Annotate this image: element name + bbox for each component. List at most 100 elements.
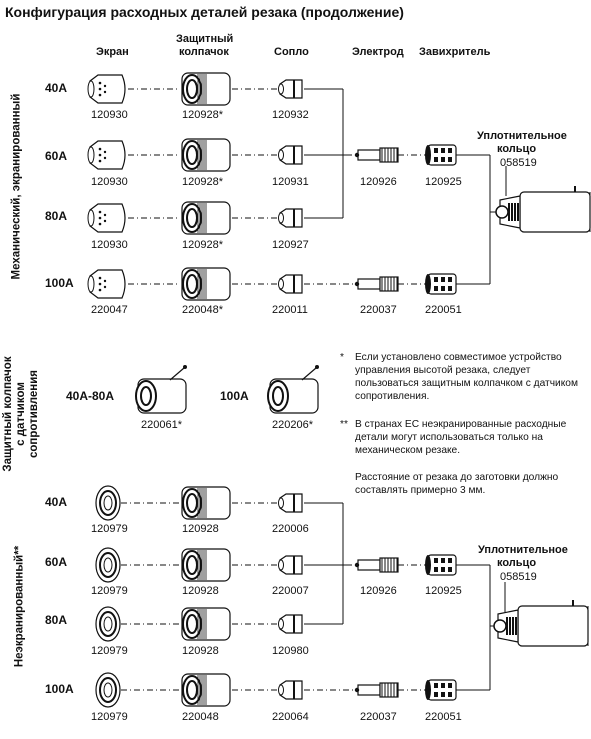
unsh-nozzle-drawing-3 [278,614,303,634]
unsh-cap-drawing-1 [181,486,231,520]
section-mechanical: Механический, экранированный [10,93,23,280]
col-electrode: Электрод [352,46,404,58]
unsh-swirl-drawing-100 [425,679,457,701]
unsh-amp-60: 60A [45,555,68,569]
mech-electrode-drawing-60 [354,147,399,163]
col-shield: Экран [96,46,129,58]
oring-bottom-part: 058519 [500,571,537,583]
unsh-cap-60: 120928 [182,585,219,597]
unsh-nozzle-40: 220006 [272,523,309,535]
unsh-nozzle-drawing-2 [278,555,303,575]
col-nozzle: Сопло [274,46,309,58]
unsh-swirl-60: 120925 [425,585,462,597]
oring-bottom-label-2: кольцо [497,557,537,569]
section-ohmic: Защитный колпачок с датчиком сопротивлен… [2,354,42,474]
mech-nozzle-100: 220011 [272,304,308,316]
unsh-shield-drawing-3 [95,606,121,642]
col-cap-2: колпачок [179,46,229,58]
mech-nozzle-drawing-3 [278,208,303,228]
oring-top-label-1: Уплотнительное [477,130,567,142]
unsh-torch-drawing [493,600,589,647]
mech-electrode-60: 120926 [360,176,397,188]
note-2-mark: ** [340,419,348,430]
mech-shield-100: 220047 [91,304,128,316]
ohmic-part-2: 220206* [272,419,313,431]
section-ohmic-1: Защитный колпачок [2,356,14,472]
unsh-swirl-drawing-60 [425,554,457,576]
note-2: В странах ЕС неэкранированные расходные … [355,419,567,456]
mech-nozzle-drawing-4 [278,274,303,294]
unsh-amp-40: 40A [45,495,68,509]
unsh-shield-drawing-2 [95,547,121,583]
unsh-shield-80: 120979 [91,645,128,657]
mech-torch-drawing [495,186,591,233]
mech-cap-40: 120928* [182,109,223,121]
mech-nozzle-80: 120927 [272,239,309,251]
mech-swirl-drawing-100 [425,273,457,295]
mech-cap-drawing-4 [181,267,231,301]
unsh-nozzle-drawing-1 [278,493,303,513]
note-3: Расстояние от резака до заготовки должно… [355,472,559,496]
page-title: Конфигурация расходных деталей резака (п… [5,4,404,20]
unsh-cap-100: 220048 [182,711,219,723]
mech-electrode-100: 220037 [360,304,397,316]
mech-amp-40: 40A [45,81,68,95]
section-ohmic-2: с датчиком [15,382,27,446]
mech-cap-drawing-3 [181,201,231,235]
unsh-cap-40: 120928 [182,523,219,535]
unsh-electrode-100: 220037 [360,711,397,723]
unsh-nozzle-80: 120980 [272,645,309,657]
mech-swirl-drawing-60 [425,144,457,166]
unsh-shield-40: 120979 [91,523,128,535]
oring-top-label-2: кольцо [497,143,537,155]
unsh-shield-drawing-4 [95,672,121,708]
ohmic-cap-drawing-2 [267,365,319,414]
mech-cap-60: 120928* [182,176,223,188]
mech-amp-80: 80A [45,209,68,223]
mech-amp-100: 100A [45,276,74,290]
mech-shield-60: 120930 [91,176,128,188]
unsh-cap-80: 120928 [182,645,219,657]
mech-cap-100: 220048* [182,304,223,316]
ohmic-part-1: 220061* [141,419,182,431]
mech-nozzle-60: 120931 [272,176,309,188]
col-cap-1: Защитный [176,33,234,45]
unsh-nozzle-100: 220064 [272,711,309,723]
section-unshielded: Неэкранированный** [13,545,26,668]
unsh-amp-80: 80A [45,613,68,627]
unsh-amp-100: 100A [45,682,74,696]
mech-shield-drawing-4 [87,269,126,299]
mech-cap-drawing-2 [181,138,231,172]
mech-shield-drawing-2 [87,140,126,170]
unsh-shield-60: 120979 [91,585,128,597]
mech-shield-40: 120930 [91,109,128,121]
unsh-nozzle-60: 220007 [272,585,309,597]
unsh-electrode-60: 120926 [360,585,397,597]
unsh-electrode-drawing-100 [354,682,399,698]
ohmic-amp-1: 40A-80A [66,389,115,403]
mech-amp-60: 60A [45,149,68,163]
unsh-shield-100: 120979 [91,711,128,723]
unsh-swirl-100: 220051 [425,711,462,723]
mech-swirl-100: 220051 [425,304,462,316]
mech-swirl-60: 120925 [425,176,462,188]
section-ohmic-3: сопротивления [28,369,40,459]
oring-top-part: 058519 [500,157,537,169]
unsh-nozzle-drawing-4 [278,680,303,700]
mech-cap-80: 120928* [182,239,223,251]
oring-bottom-label-1: Уплотнительное [478,544,568,556]
mech-shield-drawing-1 [87,74,126,104]
mech-cap-drawing-1 [181,72,231,106]
note-1-mark: * [340,352,344,363]
mech-electrode-drawing-100 [354,276,399,292]
mech-shield-drawing-3 [87,203,126,233]
mech-nozzle-drawing-1 [278,79,303,99]
unsh-cap-drawing-3 [181,607,231,641]
unsh-cap-drawing-4 [181,673,231,707]
note-1: Если установлено совместимое устройство … [355,352,578,402]
col-swirl: Завихритель [419,46,491,58]
unsh-cap-drawing-2 [181,548,231,582]
mech-shield-80: 120930 [91,239,128,251]
ohmic-cap-drawing-1 [135,365,187,414]
